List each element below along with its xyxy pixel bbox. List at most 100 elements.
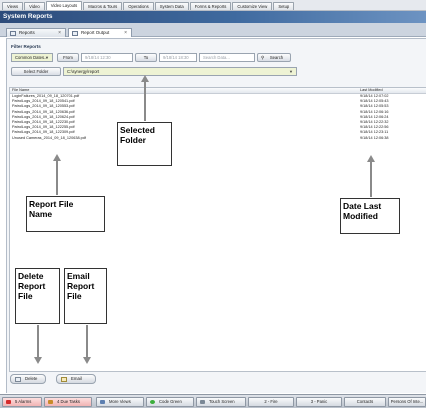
green-status-icon [150,400,155,404]
file-name: PatrolLogs_2014_09_18_120553.pdf [12,104,75,109]
file-name: PatrolLogs_2014_09_18_122255.pdf [12,125,75,130]
close-icon[interactable]: × [124,30,127,36]
fire-button[interactable]: 2 - Fire [248,397,294,407]
list-item[interactable]: PatrolLogs_2014_09_18_122230.pdf 9/18/14… [10,120,426,125]
list-header: File Name Last Modified [10,88,426,94]
annotation-delete-report-file: Delete Report File [15,268,60,324]
delete-button[interactable]: Delete [10,374,46,384]
document-tab-strip: Reports × Report Output × [0,23,426,37]
file-name: PatrolLogs_2014_09_18_120624.pdf [12,114,75,119]
folder-path-select[interactable]: C:\synergy\report ▼ [63,67,297,76]
menu-tab-forms-reports[interactable]: Forms & Reports [189,2,232,10]
list-item[interactable]: PatrolLogs_2014_09_18_120624.pdf 9/18/14… [10,115,426,120]
file-modified: 9/18/14 12:05:53 [360,104,389,109]
panic-button[interactable]: 3 - Panic [296,397,342,407]
arrow-down-indicator [83,325,91,364]
task-icon [48,400,53,404]
email-button[interactable]: Email [56,374,96,384]
select-folder-button[interactable]: Select Folder [11,67,61,76]
menu-tab-macros-tours[interactable]: Macros & Tours [83,2,123,10]
search-button-label: Search [269,55,284,60]
arrow-up-indicator [367,155,375,197]
file-modified: 9/18/14 12:07:02 [360,94,389,98]
list-item[interactable]: Unused Cameras_2014_09_18_120638.pdf 9/1… [10,136,426,141]
more-views-label: More Views [109,399,131,404]
annotation-selected-folder: Selected Folder [117,122,172,166]
menu-tab-views[interactable]: Views [2,2,24,10]
common-dates-dropdown[interactable]: Common Dates... ▼ [11,53,53,62]
annotation-email-report-file: Email Report File [64,268,107,324]
tab-reports[interactable]: Reports × [6,28,66,37]
common-dates-value: Common Dates... [15,55,48,60]
tab-report-output[interactable]: Report Output × [68,28,132,37]
file-name: PatrolLogs_2014_09_18_120636.pdf [12,109,75,114]
chevron-down-icon: ▼ [45,55,49,60]
menu-tab-customize-view[interactable]: Customize View [232,2,273,10]
from-button[interactable]: From [57,53,79,62]
chevron-down-icon: ▼ [289,69,293,74]
file-name: Unused Cameras_2014_09_18_120638.pdf [12,135,86,140]
persons-of-interest-button[interactable]: Persons Of Inte... [388,397,426,407]
file-modified: 9/18/14 12:06:38 [360,135,389,140]
file-modified: 9/18/14 12:06:24 [360,114,389,119]
list-item[interactable]: LoginFailures_2014_09_18_120701.pdf 9/18… [10,94,426,99]
folder-path-value: C:\synergy\report [67,69,100,74]
views-icon [100,400,105,404]
filter-reports-title: Filter Reports [11,44,41,49]
search-icon: ⚲ [261,55,265,60]
annotation-date-last-modified: Date Last Modified [340,198,400,234]
touch-screen-icon [200,400,205,404]
file-name: PatrolLogs_2014_09_18_122230.pdf [12,119,75,124]
from-date-field[interactable]: 9/18/14 12:30 [81,53,133,62]
due-tasks-button[interactable]: 4 Due Tasks [44,397,92,407]
menu-tab-operations[interactable]: Operations [123,2,154,10]
menu-tab-video-layouts[interactable]: Video Layouts [45,1,83,10]
tab-reports-label: Reports [19,30,35,35]
file-name: PatrolLogs_2014_09_18_120541.pdf [12,99,75,104]
touch-screen-label: Touch Screen [209,399,235,404]
file-modified: 9/18/14 12:06:16 [360,109,389,114]
annotation-report-file-name: Report File Name [26,196,105,232]
arrow-up-indicator [141,75,149,121]
column-header-file-name[interactable]: File Name [12,88,30,92]
delete-icon [15,376,21,382]
email-button-label: Email [71,376,82,381]
menu-tab-system-data[interactable]: System Data [154,2,189,10]
code-green-label: Code Green [159,399,182,404]
bottom-taskbar: 5 Alarms 4 Due Tasks More Views Code Gre… [0,394,426,408]
list-item[interactable]: PatrolLogs_2014_09_18_120553.pdf 9/18/14… [10,104,426,109]
search-button[interactable]: ⚲ Search [257,53,291,62]
due-tasks-label: 4 Due Tasks [57,399,80,404]
email-icon [61,376,67,382]
code-green-button[interactable]: Code Green [146,397,194,407]
alarm-icon [6,400,11,404]
to-date-field[interactable]: 9/18/14 18:30 [159,53,197,62]
to-button[interactable]: To [135,53,157,62]
list-item[interactable]: PatrolLogs_2014_09_18_122309.pdf 9/18/14… [10,130,426,135]
close-icon[interactable]: × [58,30,61,36]
contacts-button[interactable]: Contacts [344,397,386,407]
report-output-icon [72,30,78,36]
alarms-label: 5 Alarms [15,399,32,404]
file-name: PatrolLogs_2014_09_18_122309.pdf [12,130,75,135]
more-views-button[interactable]: More Views [96,397,144,407]
menu-tab-video[interactable]: Video [24,2,45,10]
menu-tab-setup[interactable]: Setup [273,2,295,10]
list-item[interactable]: PatrolLogs_2014_09_18_122255.pdf 9/18/14… [10,125,426,130]
arrow-up-indicator [53,154,61,195]
arrow-down-indicator [34,325,42,364]
column-header-last-modified[interactable]: Last Modified [360,88,383,92]
list-item[interactable]: PatrolLogs_2014_09_18_120541.pdf 9/18/14… [10,99,426,104]
report-icon [10,30,16,36]
alarms-button[interactable]: 5 Alarms [2,397,42,407]
file-modified: 9/18/14 12:22:32 [360,119,389,124]
file-modified: 9/18/14 12:23:11 [360,130,389,135]
delete-button-label: Delete [25,376,38,381]
search-input[interactable]: Search Data... [199,53,255,62]
main-menu-bar: Views Video Video Layouts Macros & Tours… [0,0,426,11]
list-item[interactable]: PatrolLogs_2014_09_18_120636.pdf 9/18/14… [10,110,426,115]
file-modified: 9/18/14 12:05:43 [360,99,389,104]
touch-screen-button[interactable]: Touch Screen [196,397,246,407]
file-name: LoginFailures_2014_09_18_120701.pdf [12,94,80,98]
page-title: System Reports [0,11,426,23]
